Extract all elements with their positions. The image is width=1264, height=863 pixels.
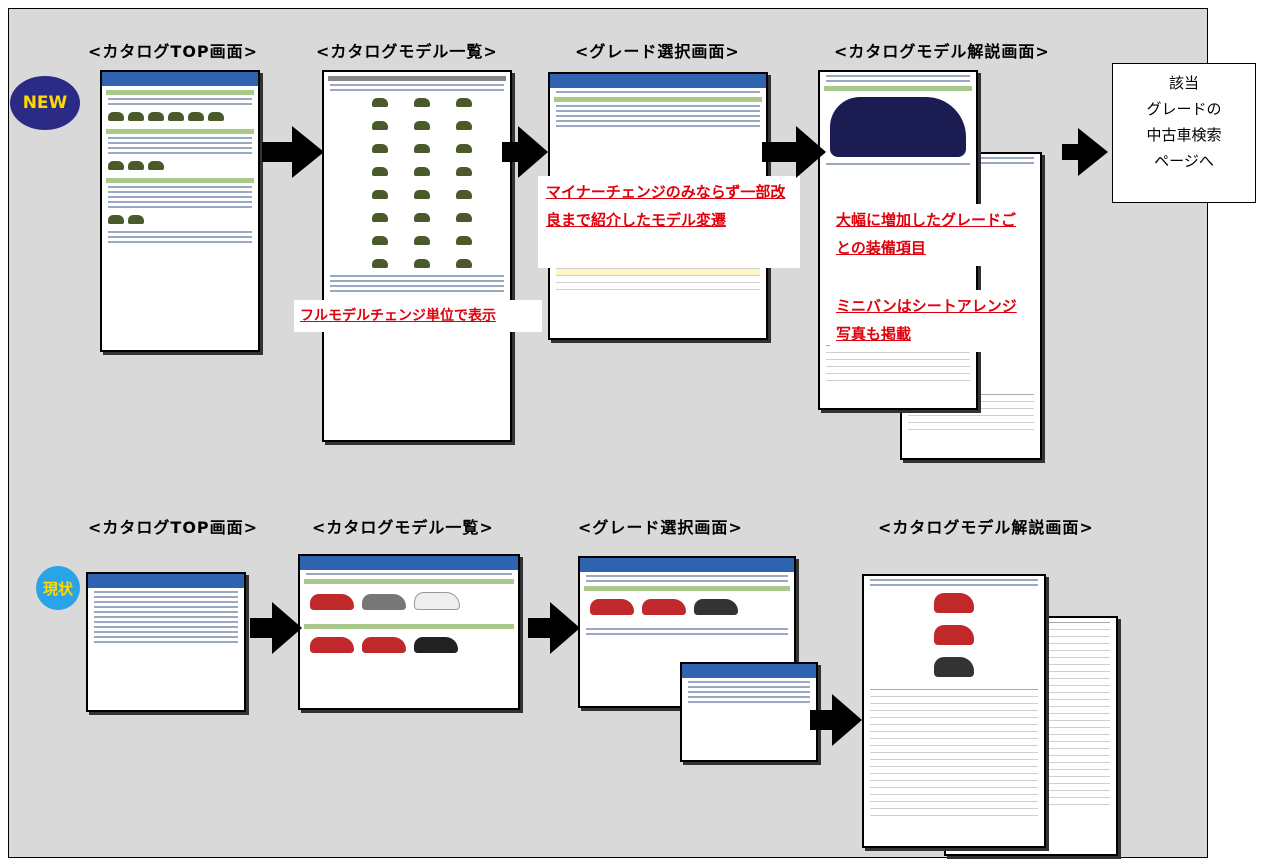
note-grade-equipment: 大幅に増加したグレードごとの装備項目 xyxy=(830,204,1036,266)
new-model-list-screenshot xyxy=(322,70,512,442)
note-minivan-seat-photos: ミニバンはシートアレンジ写真も掲載 xyxy=(830,290,1036,352)
new-step-title-catalog-top: <カタログTOP画面> xyxy=(88,42,259,61)
new-step-title-model-list: <カタログモデル一覧> xyxy=(316,42,498,61)
new-badge: NEW xyxy=(10,76,80,130)
current-catalog-top-screenshot xyxy=(86,572,246,712)
new-step-title-grade-select: <グレード選択画面> xyxy=(575,42,740,61)
used-car-search-destination: 該当 グレードの 中古車検索 ページへ xyxy=(1112,63,1256,203)
current-badge: 現状 xyxy=(36,566,80,610)
note-full-model-change: フルモデルチェンジ単位で表示 xyxy=(294,300,542,332)
current-model-list-screenshot xyxy=(298,554,520,710)
current-grade-select-popup-screenshot xyxy=(680,662,818,762)
current-step-title-grade-select: <グレード選択画面> xyxy=(578,518,743,537)
new-step-title-model-detail: <カタログモデル解説画面> xyxy=(834,42,1050,61)
current-step-title-catalog-top: <カタログTOP画面> xyxy=(88,518,259,537)
new-catalog-top-screenshot xyxy=(100,70,260,352)
note-model-history: マイナーチェンジのみならず一部改良まで紹介したモデル変遷 xyxy=(538,176,800,268)
current-model-detail-screenshot xyxy=(862,574,1046,848)
current-step-title-model-detail: <カタログモデル解説画面> xyxy=(878,518,1094,537)
current-badge-label: 現状 xyxy=(42,579,73,598)
new-badge-label: NEW xyxy=(22,93,68,113)
current-step-title-model-list: <カタログモデル一覧> xyxy=(312,518,494,537)
